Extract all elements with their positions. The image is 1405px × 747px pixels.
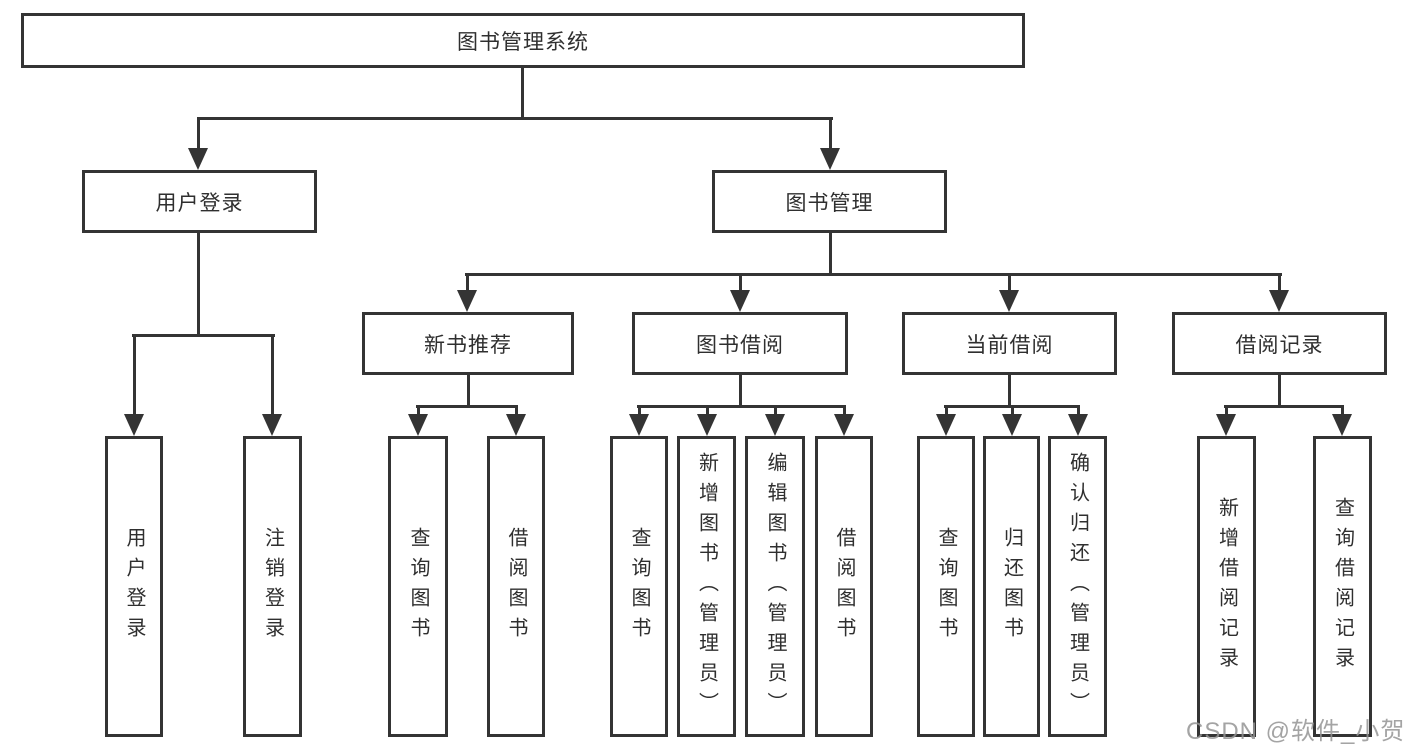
connector-borrow-record-stem	[1278, 375, 1281, 406]
node-label: 新书推荐	[424, 333, 512, 357]
arrowhead-down-icon	[457, 290, 477, 312]
leaf-label: 查询图书	[628, 526, 650, 647]
leaf-label: 归还图书	[1000, 526, 1023, 647]
leaf-br-query-record: 查询借阅记录	[1313, 436, 1372, 737]
connector-leaf-drop	[774, 405, 777, 416]
leaf-label: 借阅图书	[505, 526, 527, 647]
arrowhead-down-icon	[765, 414, 785, 436]
leaf-label: 查询图书	[407, 526, 429, 647]
node-user-login: 用户登录	[82, 170, 317, 233]
arrowhead-down-icon	[1002, 414, 1022, 436]
connector-leaf-drop	[1077, 405, 1080, 416]
arrowhead-down-icon	[124, 414, 144, 436]
arrowhead-down-icon	[834, 414, 854, 436]
arrowhead-down-icon	[697, 414, 717, 436]
leaf-label: 确认归还（管理员）	[1066, 451, 1089, 722]
node-new-book-rec: 新书推荐	[362, 312, 574, 375]
node-label: 借阅记录	[1235, 333, 1324, 357]
connector-borrow-record-drop	[1278, 273, 1281, 292]
connector-new-book-stem	[467, 375, 470, 406]
connector-level3-split	[465, 273, 1282, 276]
arrowhead-down-icon	[999, 290, 1019, 312]
connector-leaf-drop	[638, 405, 641, 416]
connector-leaf-drop	[417, 405, 420, 416]
connector-book-borrow-split	[637, 405, 846, 408]
leaf-label: 编辑图书（管理员）	[764, 451, 786, 722]
connector-current-borrow-stem	[1008, 375, 1011, 406]
connector-root-drop	[521, 68, 524, 118]
arrowhead-down-icon	[1068, 414, 1088, 436]
connector-book-mgmt-drop	[829, 117, 832, 150]
leaf-label: 用户登录	[123, 526, 145, 647]
connector-borrow-record-split	[1224, 405, 1344, 408]
connector-leaf-drop	[843, 405, 846, 416]
leaf-nb-query-books: 查询图书	[388, 436, 448, 737]
node-root-label: 图书管理系统	[457, 30, 589, 54]
connector-leaf-drop	[271, 334, 274, 416]
node-label: 图书管理	[785, 191, 874, 215]
arrowhead-down-icon	[1269, 290, 1289, 312]
connector-leaf-drop	[1011, 405, 1014, 416]
arrowhead-down-icon	[629, 414, 649, 436]
connector-leaf-drop	[515, 405, 518, 416]
arrowhead-down-icon	[262, 414, 282, 436]
arrowhead-down-icon	[1216, 414, 1236, 436]
connector-level2-split	[197, 117, 833, 120]
arrowhead-down-icon	[506, 414, 526, 436]
connector-user-login-stem	[197, 233, 200, 335]
node-borrow-record: 借阅记录	[1172, 312, 1387, 375]
node-label: 图书借阅	[696, 333, 784, 357]
arrowhead-down-icon	[730, 290, 750, 312]
leaf-bb-edit-books-admin: 编辑图书（管理员）	[745, 436, 805, 737]
connector-leaf-drop	[1225, 405, 1228, 416]
connector-current-borrow-drop	[1008, 273, 1011, 292]
leaf-user-login: 用户登录	[105, 436, 163, 737]
csdn-watermark: CSDN @软件_小贺同学	[1186, 718, 1405, 745]
connector-new-book-split	[416, 405, 518, 408]
leaf-bb-query-books: 查询图书	[610, 436, 668, 737]
node-label: 当前借阅	[965, 333, 1054, 357]
leaf-label: 查询图书	[935, 526, 957, 647]
node-current-borrow: 当前借阅	[902, 312, 1117, 375]
leaf-cb-return-books: 归还图书	[983, 436, 1040, 737]
connector-book-borrow-drop	[739, 273, 742, 292]
node-root: 图书管理系统	[21, 13, 1025, 68]
connector-user-login-drop	[197, 117, 200, 150]
leaf-nb-borrow-books: 借阅图书	[487, 436, 545, 737]
leaf-label: 借阅图书	[833, 526, 855, 647]
connector-book-borrow-stem	[739, 375, 742, 406]
arrowhead-down-icon	[1332, 414, 1352, 436]
arrowhead-down-icon	[936, 414, 956, 436]
connector-leaf-drop	[706, 405, 709, 416]
connector-book-mgmt-stem	[829, 233, 832, 274]
leaf-bb-add-books-admin: 新增图书（管理员）	[677, 436, 736, 737]
leaf-label: 新增图书（管理员）	[695, 451, 718, 722]
connector-leaf-drop	[133, 334, 136, 416]
leaf-logout: 注销登录	[243, 436, 302, 737]
leaf-label: 注销登录	[261, 526, 284, 647]
arrowhead-down-icon	[408, 414, 428, 436]
leaf-label: 查询借阅记录	[1331, 496, 1354, 677]
connector-new-book-drop	[466, 273, 469, 292]
arrowhead-down-icon	[188, 148, 208, 170]
arrowhead-down-icon	[820, 148, 840, 170]
leaf-label: 新增借阅记录	[1215, 496, 1238, 677]
connector-user-login-split	[132, 334, 275, 337]
leaf-br-add-record: 新增借阅记录	[1197, 436, 1256, 737]
connector-leaf-drop	[945, 405, 948, 416]
node-book-borrow: 图书借阅	[632, 312, 848, 375]
leaf-cb-confirm-return-admin: 确认归还（管理员）	[1048, 436, 1107, 737]
leaf-bb-borrow-books: 借阅图书	[815, 436, 873, 737]
connector-leaf-drop	[1341, 405, 1344, 416]
leaf-cb-query-books: 查询图书	[917, 436, 975, 737]
node-label: 用户登录	[155, 191, 244, 215]
node-book-mgmt: 图书管理	[712, 170, 947, 233]
